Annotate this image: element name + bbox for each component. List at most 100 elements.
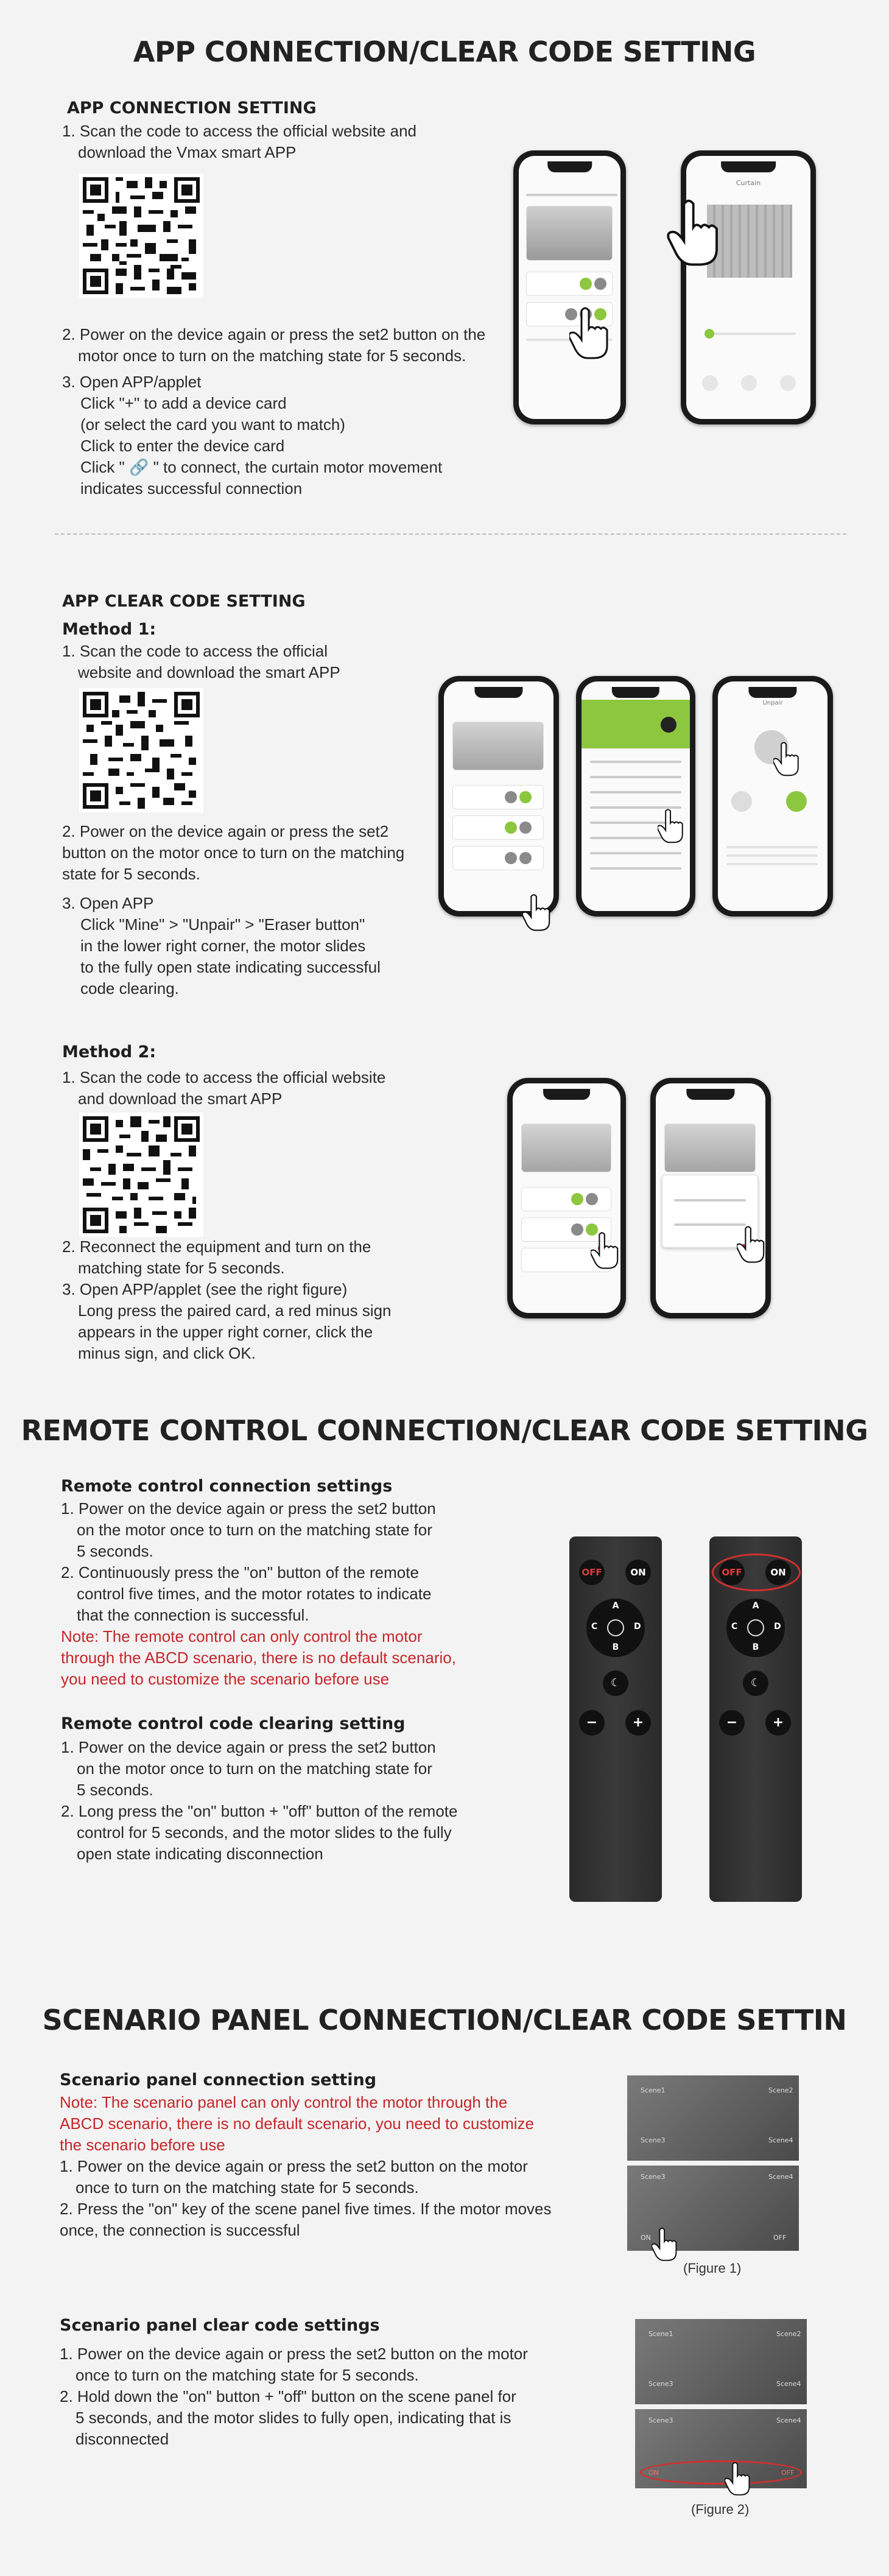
pc-step2-line2: once, the connection is successful bbox=[60, 2221, 300, 2239]
panel-on-label: ON bbox=[641, 2234, 651, 2242]
pc-note-line2: ABCD scenario, there is no default scena… bbox=[60, 2114, 534, 2133]
remote-conn-steps: 1. Power on the device again or press th… bbox=[61, 1498, 524, 1690]
app-clear-subtitle: APP CLEAR CODE SETTING bbox=[62, 592, 306, 611]
m2-step2-line2: matching state for 5 seconds. bbox=[78, 1259, 285, 1277]
phone-m2-devices bbox=[507, 1078, 626, 1318]
remote-btn-c: C bbox=[731, 1622, 738, 1631]
rk-step2-line2: control for 5 seconds, and the motor sli… bbox=[77, 1823, 452, 1842]
m2-step3-line4: minus sign, and click OK. bbox=[78, 1344, 256, 1362]
qr-code-2-graphic bbox=[79, 688, 203, 812]
moon-icon: ☾ bbox=[603, 1670, 628, 1696]
remote-connection-title: Remote control connection settings bbox=[61, 1477, 393, 1496]
qr-code-3-graphic bbox=[79, 1113, 203, 1237]
scene2-label: Scene2 bbox=[768, 2086, 793, 2094]
hand-pointer-icon bbox=[568, 304, 612, 362]
scene3-label: Scene3 bbox=[641, 2173, 666, 2181]
rc-step2-line3: that the connection is successful. bbox=[77, 1606, 309, 1624]
rk-step1-line1: 1. Power on the device again or press th… bbox=[61, 1738, 436, 1756]
m2-step1-line1: 1. Scan the code to access the official … bbox=[62, 1068, 386, 1086]
m1-step3: 3. Open APP Click "Mine" > "Unpair" > "E… bbox=[62, 893, 452, 999]
phone-curtain-screen: Curtain bbox=[686, 156, 810, 419]
m1-step3-line1: 3. Open APP bbox=[62, 894, 154, 912]
pc-note-line1: Note: The scenario panel can only contro… bbox=[60, 2093, 508, 2111]
unpair-screen-title: Unpair bbox=[762, 700, 783, 706]
remote-clear-title: Remote control code clearing setting bbox=[61, 1714, 406, 1733]
section3-title: REMOTE CONTROL CONNECTION/CLEAR CODE SET… bbox=[21, 1414, 868, 1447]
scene4-label: Scene4 bbox=[768, 2136, 793, 2144]
rc-note-line2: through the ABCD scenario, there is no d… bbox=[61, 1649, 456, 1667]
step1-line2: download the Vmax smart APP bbox=[78, 143, 297, 161]
red-highlight-ellipse bbox=[712, 1554, 801, 1591]
hand-pointer-icon bbox=[521, 892, 553, 934]
remote-on-button: ON bbox=[625, 1560, 651, 1585]
rc-step1-line2: on the motor once to turn on the matchin… bbox=[77, 1521, 432, 1539]
qr-code-1-graphic bbox=[79, 174, 203, 298]
step3-line4: Click to enter the device card bbox=[80, 437, 285, 455]
scene-panel-top-2: Scene1 Scene2 Scene3 Scene4 bbox=[635, 2319, 807, 2404]
pc-step1-line1: 1. Power on the device again or press th… bbox=[60, 2157, 528, 2175]
rk-step2-line3: open state indicating disconnection bbox=[77, 1845, 323, 1863]
m1-step1-line1: 1. Scan the code to access the official bbox=[62, 642, 328, 660]
remote-on-button: ON bbox=[765, 1560, 791, 1585]
pk-step2-line3: disconnected bbox=[76, 2430, 169, 2448]
scene1-label: Scene1 bbox=[648, 2330, 673, 2338]
m2-step3: 3. Open APP/applet (see the right figure… bbox=[62, 1279, 452, 1364]
phone-device-list bbox=[513, 150, 626, 424]
scene2-label: Scene2 bbox=[776, 2330, 801, 2338]
remote-off-button: OFF bbox=[719, 1560, 745, 1585]
phone-m1-devices bbox=[438, 676, 559, 917]
scene4-label: Scene4 bbox=[768, 2173, 793, 2181]
hand-pointer-icon bbox=[589, 1230, 621, 1272]
confirm-dialog bbox=[662, 1175, 758, 1248]
m1-step2-line3: state for 5 seconds. bbox=[62, 865, 200, 883]
moon-icon: ☾ bbox=[743, 1670, 768, 1696]
red-highlight-ellipse bbox=[640, 2460, 802, 2485]
panel-on-label: ON bbox=[648, 2469, 659, 2477]
m1-step2-line2: button on the motor once to turn on the … bbox=[62, 843, 405, 862]
remote-plus-button: + bbox=[625, 1710, 651, 1736]
step3-line5: Click " 🔗 " to connect, the curtain moto… bbox=[80, 458, 443, 476]
remote-clear-steps: 1. Power on the device again or press th… bbox=[61, 1737, 536, 1865]
pc-step2-line1: 2. Press the "on" key of the scene panel… bbox=[60, 2200, 552, 2218]
eye-icon bbox=[607, 1619, 624, 1636]
hand-pointer-icon bbox=[656, 807, 686, 846]
panel-clear-steps: 1. Power on the device again or press th… bbox=[60, 2343, 608, 2450]
pk-step2-line2: 5 seconds, and the motor slides to fully… bbox=[76, 2409, 511, 2427]
rk-step1-line3: 5 seconds. bbox=[77, 1781, 153, 1799]
phone-m1-unpair: Unpair bbox=[712, 676, 833, 917]
remote-btn-b: B bbox=[752, 1642, 759, 1652]
app-connection-subtitle: APP CONNECTION SETTING bbox=[67, 99, 317, 118]
app-connection-steps: 1. Scan the code to access the official … bbox=[62, 121, 476, 163]
step3-line6: indicates successful connection bbox=[80, 479, 303, 498]
scene-panel-bottom: Scene3 Scene4 ON OFF bbox=[627, 2166, 799, 2251]
rc-note-line3: you need to customize the scenario befor… bbox=[61, 1670, 390, 1688]
phone-screen bbox=[519, 156, 620, 419]
figure1-caption: (Figure 1) bbox=[683, 2261, 742, 2276]
pc-step1-line2: once to turn on the matching state for 5… bbox=[76, 2178, 419, 2197]
scene-panel-top: Scene1 Scene2 Scene3 Scene4 bbox=[627, 2075, 799, 2161]
scene3-label: Scene3 bbox=[648, 2380, 673, 2388]
section4-title: SCENARIO PANEL CONNECTION/CLEAR CODE SET… bbox=[42, 2004, 847, 2036]
remote-control-2: OFF ON A B C D ☾ − + bbox=[709, 1536, 802, 1902]
m2-step2-line1: 2. Reconnect the equipment and turn on t… bbox=[62, 1237, 371, 1256]
m2-step3-line1: 3. Open APP/applet (see the right figure… bbox=[62, 1280, 348, 1298]
m1-step1-line2: website and download the smart APP bbox=[78, 663, 340, 681]
m2-step3-line2: Long press the paired card, a red minus … bbox=[78, 1301, 392, 1320]
remote-btn-a: A bbox=[752, 1601, 759, 1611]
m1-step1: 1. Scan the code to access the official … bbox=[62, 641, 440, 683]
section-divider bbox=[55, 533, 846, 535]
m2-step1-line2: and download the smart APP bbox=[78, 1089, 283, 1108]
panel-off-label: OFF bbox=[773, 2234, 787, 2242]
step3-line2: Click "+" to add a device card bbox=[80, 394, 287, 412]
pc-note-line3: the scenario before use bbox=[60, 2136, 225, 2154]
m1-step3-line5: code clearing. bbox=[80, 979, 179, 998]
phone-m2-devices-screen bbox=[513, 1083, 620, 1313]
rk-step1-line2: on the motor once to turn on the matchin… bbox=[77, 1759, 432, 1778]
scene4-label: Scene4 bbox=[776, 2380, 801, 2388]
scene3-label: Scene3 bbox=[641, 2136, 666, 2144]
scene4-label: Scene4 bbox=[776, 2416, 801, 2424]
step3-block: 3. Open APP/applet Click "+" to add a de… bbox=[62, 371, 488, 499]
scene1-label: Scene1 bbox=[641, 2086, 666, 2094]
eraser-button bbox=[786, 791, 807, 812]
pk-step1-line1: 1. Power on the device again or press th… bbox=[60, 2345, 528, 2363]
